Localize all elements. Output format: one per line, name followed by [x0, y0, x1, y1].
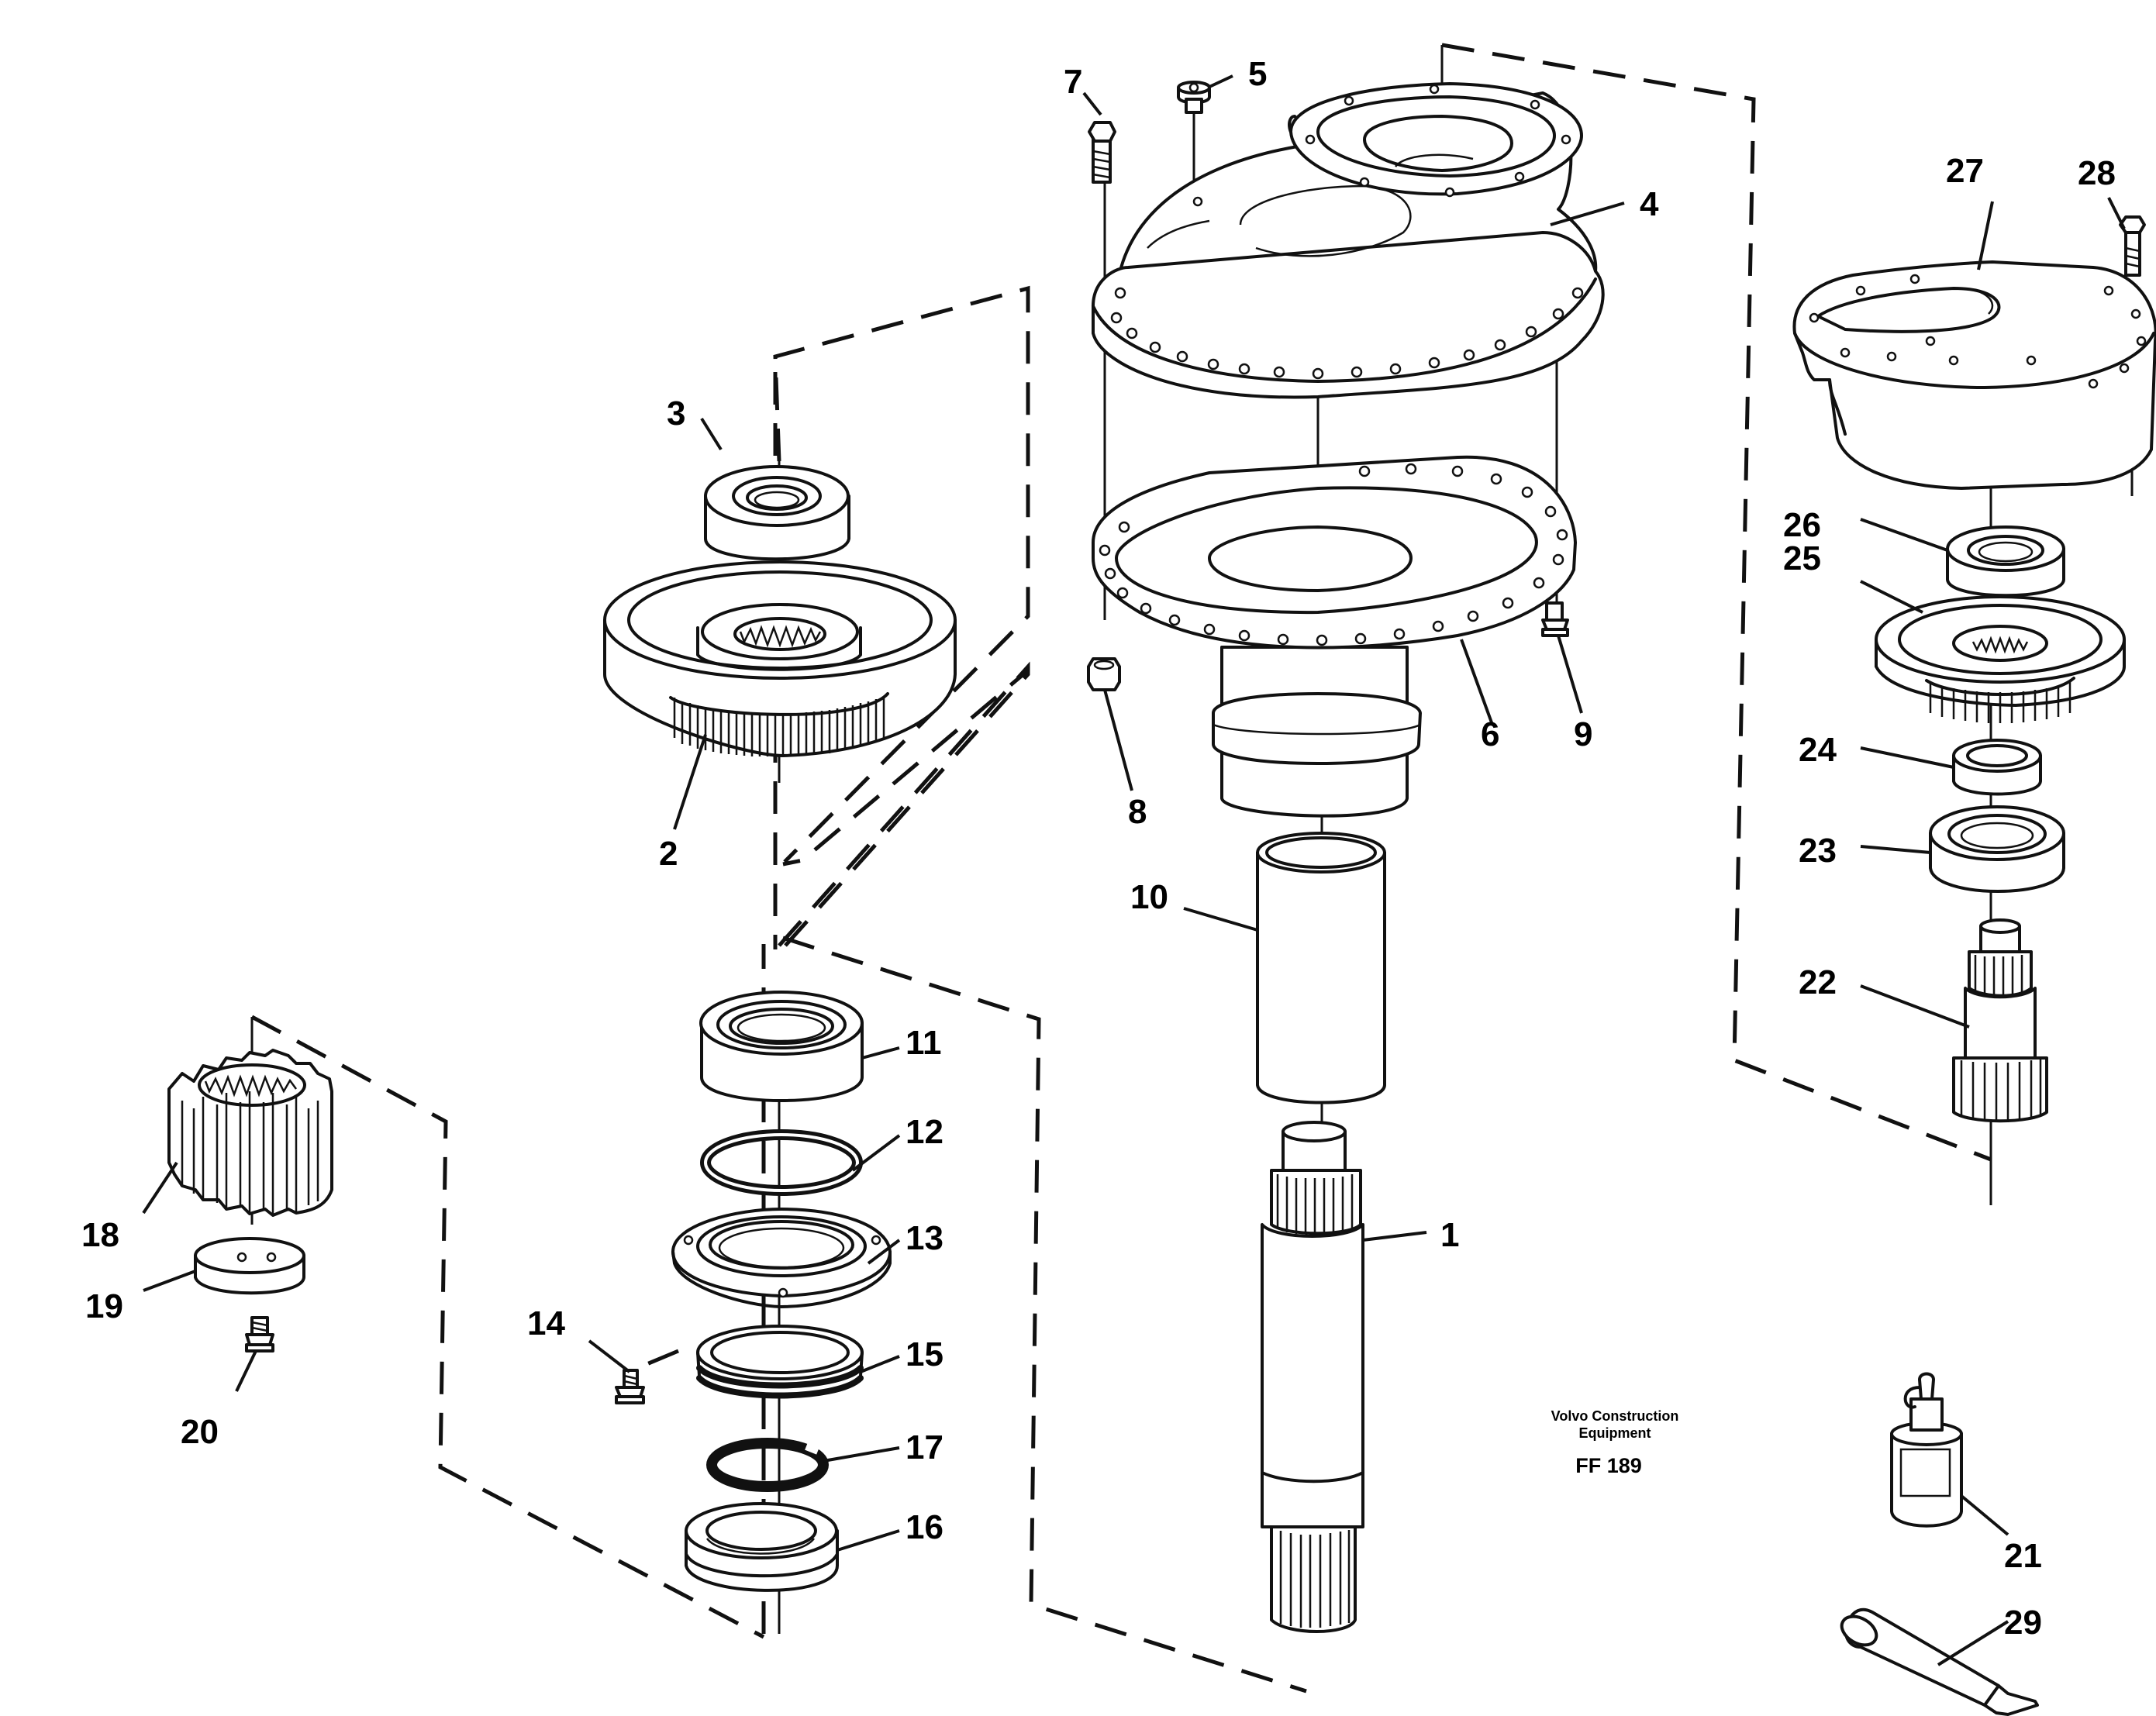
- screw-20: [245, 1316, 274, 1352]
- callout-numbers: 1 2 3 4 5 6 7 8 9 10 11 12 13 14 15 16 1…: [81, 55, 2116, 1642]
- callout-23: 23: [1799, 832, 1837, 870]
- gear-2: [603, 560, 957, 757]
- callout-6: 6: [1481, 715, 1499, 753]
- callout-26: 26: [1783, 506, 1821, 544]
- flange-plate: [1092, 455, 1577, 818]
- drawing-code: FF 189: [1575, 1454, 1642, 1477]
- ring-17: [706, 1438, 829, 1492]
- bushing-24: [1952, 739, 2042, 796]
- callout-2: 2: [659, 835, 678, 873]
- callout-8: 8: [1128, 793, 1147, 831]
- shaft-1: [1261, 1121, 1364, 1633]
- callout-25: 25: [1783, 539, 1821, 577]
- callout-11: 11: [906, 1024, 942, 1062]
- callout-16: 16: [906, 1508, 943, 1546]
- drawing-signature: Volvo Construction Equipment FF 189: [1551, 1408, 1679, 1477]
- callout-28: 28: [2078, 154, 2116, 192]
- callout-20: 20: [181, 1413, 219, 1451]
- callout-24: 24: [1799, 731, 1837, 769]
- washer-19: [194, 1237, 305, 1295]
- callout-29: 29: [2004, 1604, 2042, 1642]
- sleeve-10: [1256, 832, 1386, 1104]
- callout-22: 22: [1799, 963, 1837, 1001]
- upper-gear-housing: [1092, 82, 1605, 399]
- callout-21: 21: [2004, 1537, 2042, 1575]
- bearing-3: [704, 465, 850, 561]
- pinion-18: [167, 1049, 333, 1217]
- callout-27: 27: [1946, 152, 1984, 190]
- seal-holder-13: [671, 1208, 892, 1308]
- tube-29: [1840, 1607, 2039, 1716]
- callout-12: 12: [906, 1113, 943, 1151]
- plug-5: [1177, 81, 1211, 114]
- callout-3: 3: [667, 395, 685, 432]
- leader-lines: [142, 74, 2126, 1666]
- callout-1: 1: [1440, 1216, 1459, 1254]
- callout-13: 13: [906, 1219, 943, 1257]
- callout-15: 15: [906, 1335, 943, 1373]
- bearing-26: [1946, 525, 2065, 598]
- callout-9: 9: [1574, 715, 1592, 753]
- bolt-9: [1541, 601, 1569, 637]
- signature-line-1: Volvo Construction: [1551, 1408, 1679, 1424]
- gear-25: [1875, 595, 2126, 723]
- nut-8: [1087, 657, 1121, 691]
- gear-25-teeth: [1925, 677, 2075, 723]
- bearing-11: [699, 991, 864, 1102]
- right-cover: [1792, 260, 2156, 490]
- callout-5: 5: [1248, 55, 1267, 93]
- bolt-28: [2119, 215, 2146, 277]
- callout-4: 4: [1640, 185, 1659, 223]
- bolt-7: [1088, 121, 1116, 184]
- housing-bolt-holes: [1110, 84, 1584, 380]
- cover-bolt-holes: [1809, 274, 2147, 389]
- pinion-shaft-22: [1952, 918, 2048, 1123]
- bushing-16: [685, 1502, 839, 1592]
- callout-10: 10: [1130, 878, 1168, 916]
- seal-15: [696, 1325, 864, 1399]
- callout-18: 18: [81, 1216, 119, 1254]
- callout-17: 17: [906, 1428, 943, 1466]
- gear-2-teeth: [669, 692, 889, 756]
- callout-14: 14: [527, 1304, 565, 1342]
- signature-line-2: Equipment: [1579, 1425, 1651, 1441]
- callout-19: 19: [85, 1287, 123, 1325]
- oring-12: [700, 1129, 863, 1196]
- bottle-21: [1890, 1372, 1963, 1528]
- flange-bolt-holes: [1099, 463, 1568, 646]
- bearing-23: [1929, 805, 2065, 893]
- callout-7: 7: [1064, 63, 1082, 101]
- screw-14: [615, 1369, 645, 1404]
